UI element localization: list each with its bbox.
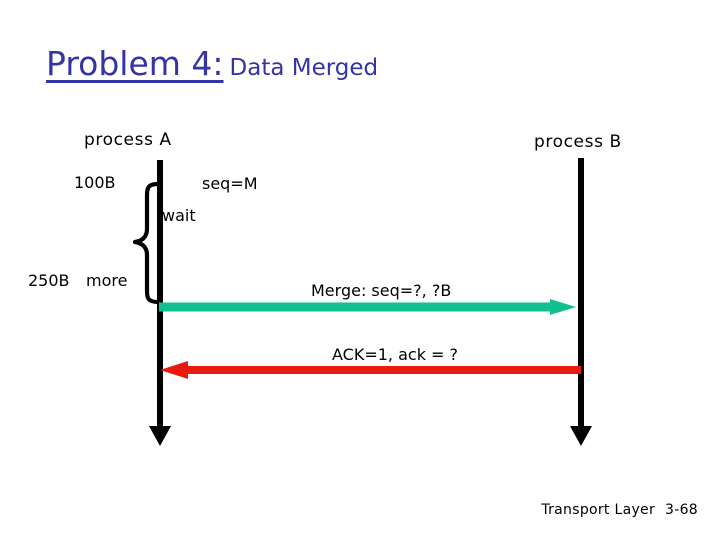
bytes-250-label: 250B bbox=[28, 271, 70, 290]
more-label: more bbox=[86, 271, 128, 290]
ack-message-label: ACK=1, ack = ? bbox=[332, 345, 459, 364]
process-a-label: process A bbox=[84, 130, 172, 150]
process-b-label: process B bbox=[534, 132, 622, 152]
grouping-brace-icon bbox=[132, 181, 160, 305]
process-a-timeline-arrowhead-icon bbox=[149, 426, 171, 446]
footer-course-label: Transport Layer bbox=[541, 502, 656, 518]
wait-label: wait bbox=[162, 206, 196, 225]
merge-message-label: Merge: seq=?, ?B bbox=[311, 281, 452, 300]
footer: Transport Layer 3-68 bbox=[541, 502, 698, 518]
seq-m-label: seq=M bbox=[202, 174, 258, 193]
process-b-timeline bbox=[578, 158, 584, 428]
page-title: Problem 4:Data Merged bbox=[46, 44, 378, 83]
process-b-timeline-arrowhead-icon bbox=[570, 426, 592, 446]
merge-message-arrow bbox=[159, 299, 576, 315]
page-title-main: Problem 4: bbox=[46, 44, 224, 83]
bytes-100-label: 100B bbox=[74, 173, 116, 192]
ack-message-arrow bbox=[160, 361, 581, 379]
footer-slide-number: 3-68 bbox=[665, 502, 698, 518]
page-title-subtitle: Data Merged bbox=[229, 55, 379, 81]
process-a-timeline bbox=[157, 160, 163, 428]
